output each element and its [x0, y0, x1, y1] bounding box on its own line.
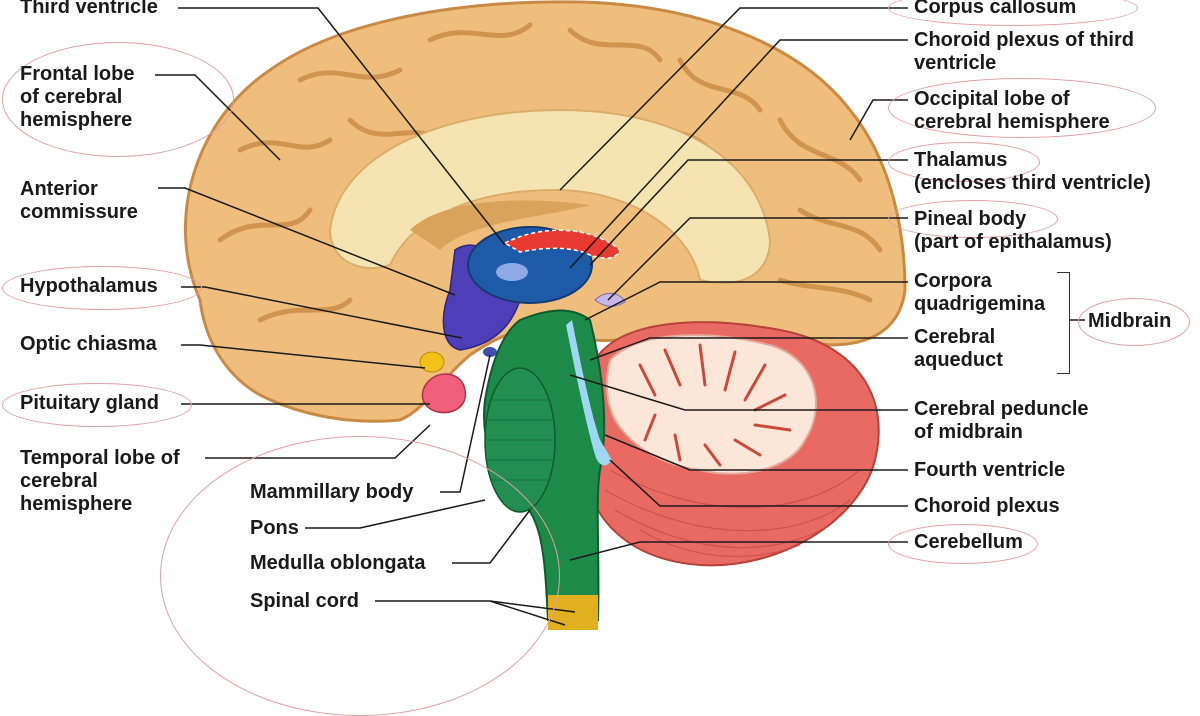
label-optic-chiasma: Optic chiasma [20, 333, 157, 355]
arbor-vitae-branches [638, 343, 792, 467]
mammillary-shape [483, 347, 497, 357]
midbrain-bracket [1057, 272, 1070, 374]
label-spinal-cord: Spinal cord [250, 590, 359, 612]
lateral-ventricle [410, 200, 590, 250]
highlight-ring-thalamus [888, 142, 1040, 182]
highlight-ring-pineal-body [888, 200, 1058, 238]
highlight-ring-frontal-lobe [2, 42, 234, 157]
cerebellum-folia [604, 469, 861, 558]
brain-illustration [155, 0, 1085, 630]
highlight-ring-temporal-lobe [160, 436, 560, 716]
corpus-callosum-band [328, 108, 772, 285]
label-choroid-plexus: Choroid plexus [914, 495, 1060, 517]
highlight-ring-occipital-lobe [888, 78, 1156, 138]
highlight-ring-pituitary [2, 383, 192, 427]
highlight-ring-hypothalamus [2, 266, 202, 310]
interthalamic-adhesion [496, 263, 528, 281]
highlight-ring-midbrain [1078, 298, 1190, 346]
label-third-ventricle: Third ventricle [20, 0, 158, 18]
label-pituitary-gland: Pituitary gland [20, 392, 159, 414]
label-fourth-ventricle: Fourth ventricle [914, 459, 1066, 481]
label-hypothalamus: Hypothalamus [20, 275, 158, 297]
pituitary-shape [421, 373, 467, 414]
label-thalamus: Thalamus(encloses third ventricle) [914, 149, 1151, 194]
label-cerebellum: Cerebellum [914, 531, 1023, 553]
label-pons: Pons [250, 517, 299, 539]
highlight-ring-cerebellum [888, 524, 1038, 564]
pons-fibers [487, 399, 553, 481]
label-medulla-oblongata: Medulla oblongata [250, 552, 426, 574]
label-mammillary-body: Mammillary body [250, 481, 414, 503]
optic-chiasma-shape [419, 351, 445, 373]
aqueduct-shape [566, 320, 612, 466]
label-pineal-body: Pineal body(part of epithalamus) [914, 208, 1112, 253]
choroid-plexus-third-shape [503, 229, 621, 259]
label-midbrain: Midbrain [1088, 310, 1172, 332]
label-corpus-callosum: Corpus callosum [914, 0, 1077, 18]
